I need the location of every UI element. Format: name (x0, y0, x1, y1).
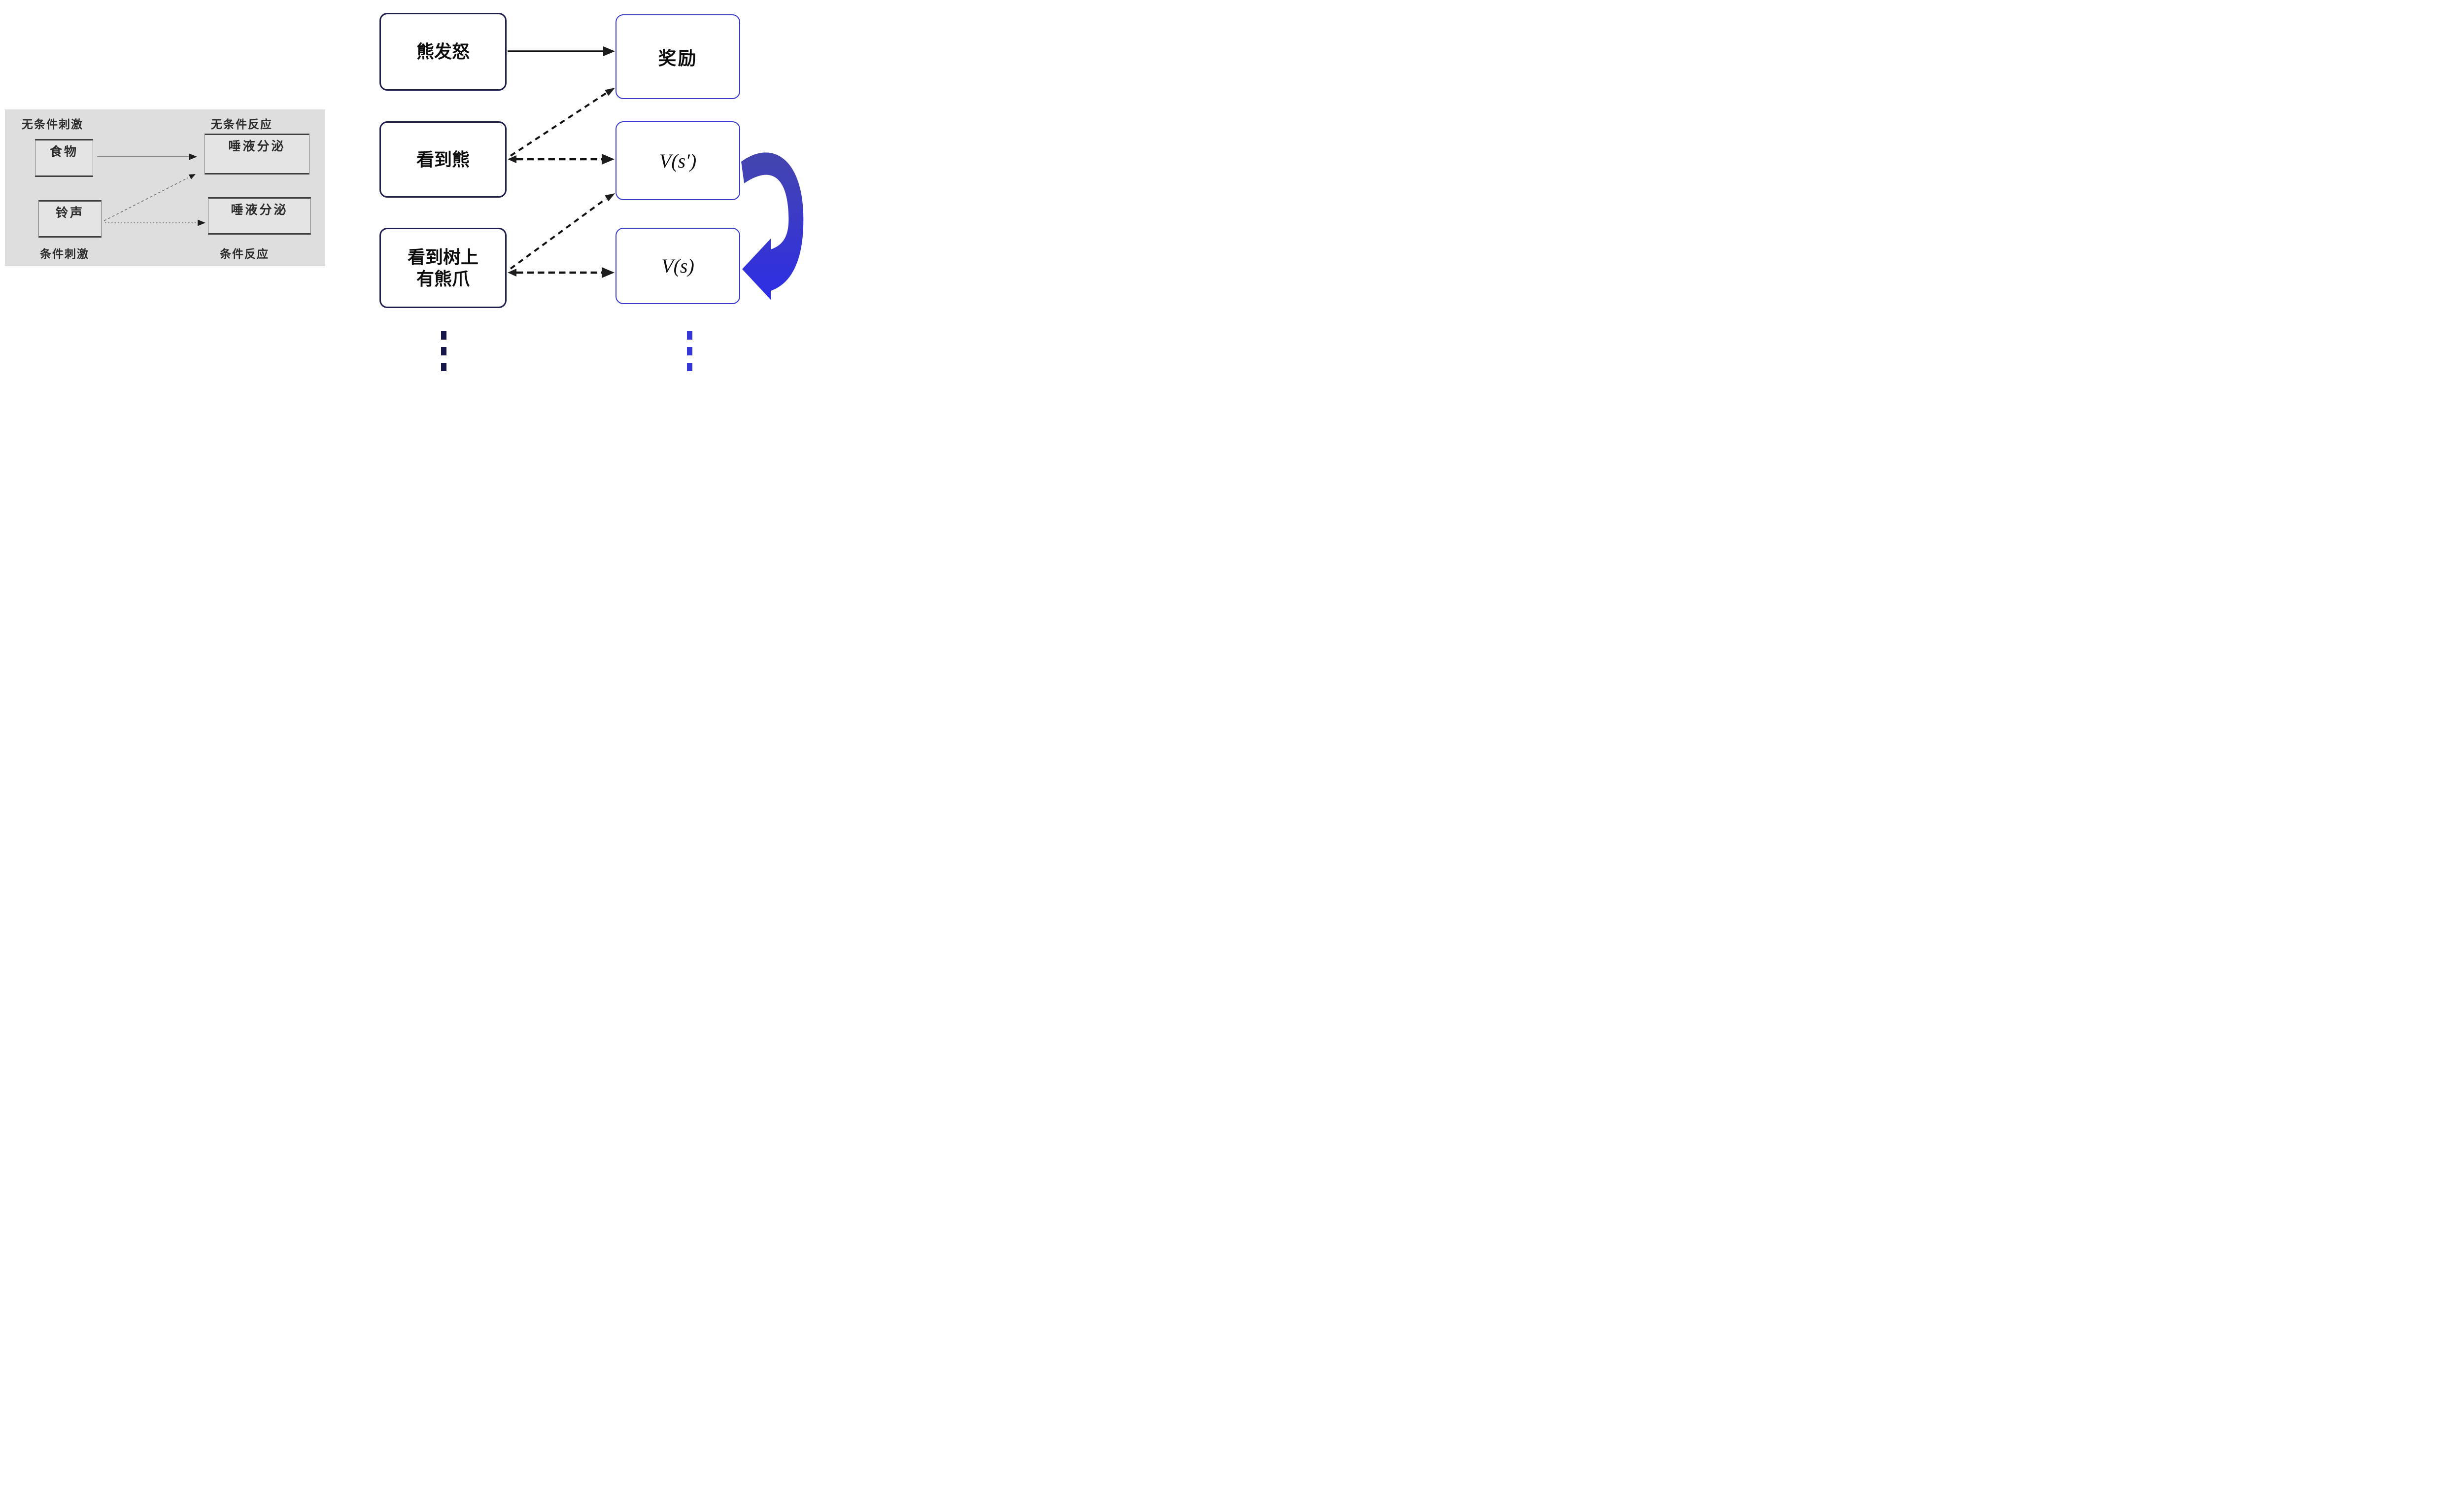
see-claw-to-v-s-prime-dashed-diagonal-arrow (510, 193, 615, 270)
box-salivation-top: 唾液分泌 (205, 134, 309, 174)
see-bear-to-v-s-prime-dashed-arrow (508, 154, 615, 165)
v-s-label: V(s) (661, 255, 694, 277)
box-food: 食物 (35, 139, 93, 177)
v-s-prime-label: V(s′) (659, 149, 697, 172)
see-claw-to-v-s-dashed-arrow (508, 267, 615, 278)
value-box-v-s: V(s) (616, 228, 740, 304)
continuation-dot (441, 331, 446, 340)
continuation-dot (687, 363, 692, 371)
box-salivation-bottom: 唾液分泌 (208, 197, 311, 235)
diagram-canvas: 无条件刺激 无条件反应 食物 唾液分泌 铃声 唾液分泌 条件刺激 条件反应 熊发… (0, 0, 827, 375)
reward-label: 奖励 (658, 49, 698, 69)
continuation-dot (687, 347, 692, 355)
ribbon-path (741, 152, 804, 300)
label-unconditioned-response: 无条件反应 (211, 118, 273, 131)
continuation-dot (441, 347, 446, 355)
continuation-dot (687, 331, 692, 340)
value-box-v-s-prime: V(s′) (616, 121, 740, 200)
left-panel-arrows-layer (97, 153, 205, 226)
right-diagram-arrows-layer (508, 46, 615, 278)
state-box-see-bear: 看到熊 (379, 121, 507, 198)
see-bear-to-reward-dashed-diagonal-arrow (510, 88, 615, 157)
bear-angry-to-reward-arrow (508, 46, 615, 56)
label-conditioned-stimulus: 条件刺激 (40, 247, 89, 260)
box-bell: 铃声 (38, 200, 102, 238)
value-update-loop-arrow (741, 152, 804, 300)
label-unconditioned-stimulus: 无条件刺激 (22, 118, 83, 131)
state-box-see-bear-claw: 看到树上 有熊爪 (379, 228, 507, 308)
value-box-reward: 奖励 (616, 14, 740, 99)
label-conditioned-response: 条件反应 (220, 247, 269, 260)
continuation-dot (441, 363, 446, 371)
bell-to-salivation-bottom-dotted-arrow (105, 219, 205, 226)
state-box-bear-angry: 熊发怒 (379, 13, 507, 91)
food-to-salivation-arrow (97, 153, 197, 160)
bell-to-salivation-top-dashed-arrow (103, 174, 196, 221)
